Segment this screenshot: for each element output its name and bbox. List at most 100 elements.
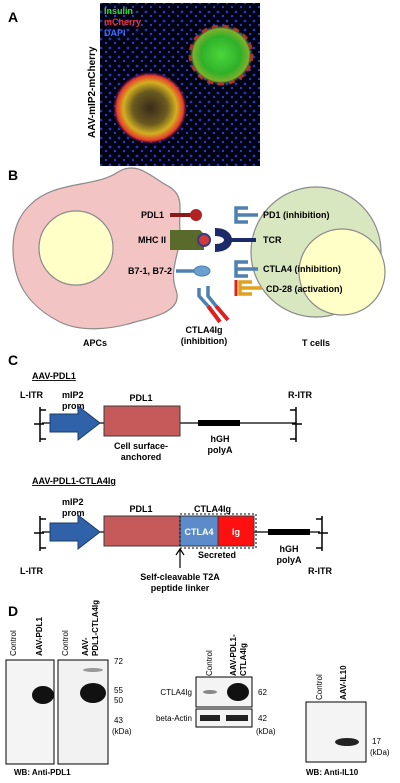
blot1-band-faint bbox=[83, 668, 103, 672]
blot3-band-il10 bbox=[335, 738, 359, 746]
construct1-polya1: hGH bbox=[211, 434, 230, 444]
blot2-band-ctla4ig-weak bbox=[203, 690, 217, 694]
blot3-unit: (kDa) bbox=[370, 748, 390, 757]
pdl1-ligand bbox=[170, 209, 202, 221]
construct2-ig-label: Ig bbox=[232, 527, 240, 537]
construct2-promoter bbox=[49, 513, 101, 551]
apc-nucleus bbox=[38, 210, 114, 286]
blot1-band-pdl1ctla4ig bbox=[80, 683, 106, 703]
cd28-receptor bbox=[238, 280, 262, 296]
label-apcs: APCs bbox=[83, 338, 107, 348]
t2a-label2: peptide linker bbox=[151, 583, 210, 593]
construct1-title: AAV-PDL1 bbox=[32, 371, 76, 381]
blot3-lane-il10: AAV-IL10 bbox=[339, 665, 348, 700]
label-ctla4: CTLA4 (inhibition) bbox=[263, 264, 341, 274]
legend-mcherry: mCherry bbox=[104, 17, 141, 27]
panel-a-vertical-label: AAV-mIP2-mCherry bbox=[87, 46, 98, 138]
construct2-ctla4 bbox=[179, 515, 219, 547]
ctla4ig-molecule bbox=[197, 286, 230, 324]
label-pdl1: PDL1 bbox=[141, 210, 164, 220]
panel-a-letter: A bbox=[8, 9, 18, 25]
blot1-lane-aav: AAV- bbox=[81, 637, 90, 656]
construct2-polya bbox=[268, 529, 310, 535]
construct1-polya bbox=[198, 420, 240, 426]
panel-d: D Control AAV-PDL1 Control AAV- PDL1-CTL… bbox=[5, 600, 390, 777]
construct2-title: AAV-PDL1-CTLA4Ig bbox=[32, 476, 116, 486]
blot1-marker-50: 50 bbox=[114, 696, 123, 705]
construct2-pdl1 bbox=[103, 515, 181, 547]
construct2-ig bbox=[217, 515, 255, 547]
blot2-band-actin-1 bbox=[200, 715, 220, 721]
blot2-lane-control: Control bbox=[205, 650, 214, 676]
blot2-lane-aav: AAV-PDL1- bbox=[229, 634, 238, 676]
construct1-promoter bbox=[49, 404, 101, 442]
construct1-ritr: R-ITR bbox=[288, 390, 312, 400]
label-pd1: PD1 (inhibition) bbox=[263, 210, 330, 220]
construct1-note1: Cell surface- bbox=[114, 441, 168, 451]
blot1-lane-control: Control bbox=[9, 630, 18, 656]
blot3-lane-control: Control bbox=[315, 674, 324, 700]
blot3-marker-17: 17 bbox=[372, 737, 381, 746]
construct2-prom2: prom bbox=[62, 508, 85, 518]
label-b7: B7-1, B7-2 bbox=[128, 266, 172, 276]
blot1-lane-control-b: Control bbox=[61, 630, 70, 656]
legend-insulin: Insulin bbox=[104, 6, 133, 16]
tcell-nucleus bbox=[298, 228, 386, 316]
islet-right bbox=[188, 24, 254, 86]
construct2-ritr: R-ITR bbox=[308, 566, 332, 576]
blot1-lane-pdl1ctla4ig: PDL1-CTLA4Ig bbox=[91, 600, 100, 656]
panel-c: C AAV-PDL1 L-ITR mIP2 prom R-ITR PDL1 Ce… bbox=[8, 352, 332, 593]
blot2-band-ctla4ig bbox=[227, 683, 249, 701]
blot2-lane-ctla4ig: CTLA4Ig bbox=[239, 643, 248, 676]
construct2-polya2: polyA bbox=[276, 555, 302, 565]
label-cd28: CD-28 (activation) bbox=[266, 284, 343, 294]
construct2-litr: L-ITR bbox=[20, 566, 43, 576]
construct2-ctla4ig: CTLA4Ig bbox=[194, 504, 231, 514]
blot3-caption: WB: Anti-IL10 bbox=[306, 768, 359, 777]
construct1-ritr-mark bbox=[290, 407, 302, 442]
construct1-litr: L-ITR bbox=[20, 390, 43, 400]
construct1-gene: PDL1 bbox=[129, 393, 152, 403]
panel-d-letter: D bbox=[8, 603, 18, 619]
pd1-receptor bbox=[234, 206, 258, 224]
construct2-ctla4-label: CTLA4 bbox=[185, 527, 214, 537]
blot1-band-pdl1 bbox=[32, 686, 54, 704]
blot1-lane-pdl1: AAV-PDL1 bbox=[35, 616, 44, 656]
blot2-marker-42: 42 bbox=[258, 714, 267, 723]
blot1-marker-55: 55 bbox=[114, 686, 123, 695]
blot2-marker-62: 62 bbox=[258, 688, 267, 697]
construct1-prom1: mIP2 bbox=[62, 390, 84, 400]
panel-a: A AAV-mIP2-mCherry Insulin mCherry DAPI bbox=[8, 3, 260, 166]
construct2-gene: PDL1 bbox=[129, 504, 152, 514]
blot2-band-actin-2 bbox=[226, 715, 248, 721]
ctla4-receptor bbox=[234, 260, 258, 278]
construct1-litr-mark bbox=[34, 407, 46, 442]
blot2-row-actin: beta-Actin bbox=[156, 714, 192, 723]
label-tcr: TCR bbox=[263, 235, 282, 245]
construct1-polya2: polyA bbox=[207, 445, 233, 455]
construct2-prom1: mIP2 bbox=[62, 497, 84, 507]
blot2-membrane-actin bbox=[195, 708, 253, 728]
t2a-label1: Self-cleavable T2A bbox=[140, 572, 220, 582]
t2a-arrow bbox=[175, 547, 185, 568]
blot1-membrane-b bbox=[57, 659, 109, 765]
construct2-ritr-mark bbox=[316, 516, 328, 551]
panel-b: B bbox=[8, 167, 386, 348]
label-tcells: T cells bbox=[302, 338, 330, 348]
construct1-note2: anchored bbox=[121, 452, 162, 462]
panel-c-letter: C bbox=[8, 352, 18, 368]
islet-right-red-rim bbox=[188, 24, 254, 86]
construct1-pdl1 bbox=[103, 405, 181, 437]
blot3-membrane bbox=[305, 701, 367, 763]
b7-ligand bbox=[176, 265, 211, 277]
blot1-marker-72: 72 bbox=[114, 657, 123, 666]
blot1-unit: (kDa) bbox=[112, 727, 132, 736]
blot2-unit: (kDa) bbox=[256, 727, 276, 736]
blot1-caption: WB: Anti-PDL1 bbox=[14, 768, 71, 777]
construct1-prom2: prom bbox=[62, 401, 85, 411]
mhc-tcr-complex bbox=[170, 228, 256, 252]
construct2-polya1: hGH bbox=[280, 544, 299, 554]
islet-left bbox=[112, 71, 188, 145]
blot1-membrane-a bbox=[5, 659, 55, 765]
